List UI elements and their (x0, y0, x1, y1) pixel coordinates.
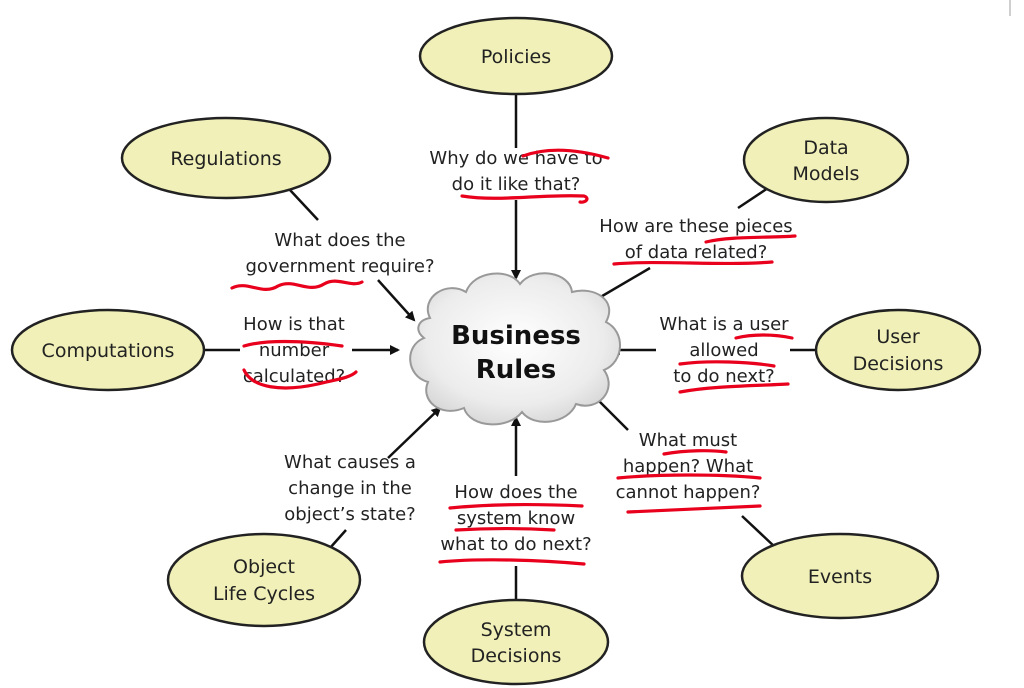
node-label-line1: User (876, 326, 919, 348)
question-computations: How is that number calculated? (243, 314, 345, 387)
question-line2: do it like that? (452, 174, 581, 195)
connector-object-lifecycles-bottom (329, 529, 347, 549)
underline-must (662, 449, 728, 456)
node-computations: Computations (10, 308, 206, 392)
node-label-line1: Data (803, 137, 848, 159)
underline-to-do-next (678, 382, 790, 394)
connector-object-lifecycles-arrow (387, 406, 442, 459)
question-line1: What does the (274, 230, 405, 251)
question-line1: What must (639, 430, 737, 451)
connector-events-bottom (741, 515, 777, 549)
question-line3: object’s state? (284, 504, 415, 525)
question-line3: to do next? (673, 366, 774, 387)
underline-have-to (521, 148, 610, 160)
connector-data-models-top (737, 186, 769, 210)
node-policies: Policies (418, 16, 614, 96)
node-label-line2: Life Cycles (213, 583, 315, 605)
question-line3: what to do next? (440, 534, 591, 555)
question-line2: change in the (288, 478, 412, 499)
node-label-line2: Decisions (853, 353, 944, 375)
node-label-line2: Decisions (471, 645, 562, 667)
question-data-models: How are these pieces of data related? (599, 216, 792, 263)
node-events: Events (740, 532, 940, 620)
underline-what-to-do-next (438, 558, 586, 566)
question-line1: What is a user (659, 314, 789, 335)
node-label-line1: Object (233, 556, 295, 578)
question-line2: government require? (246, 256, 435, 277)
question-line3: cannot happen? (616, 482, 761, 503)
question-line2: number (259, 340, 330, 361)
underline-allowed (678, 360, 776, 368)
underline-system-know (454, 526, 556, 532)
question-system-decisions: How does the system know what to do next… (440, 482, 591, 555)
underline-a-user (734, 333, 794, 340)
question-events: What must happen? What cannot happen? (616, 430, 761, 503)
question-line1: How does the (454, 482, 577, 503)
question-line1: How is that (243, 314, 345, 335)
node-user-decisions: User Decisions (814, 308, 982, 392)
question-line1: How are these pieces (599, 216, 792, 237)
question-line2: happen? What (623, 456, 753, 477)
underline-data-related (612, 260, 774, 266)
node-label: Computations (42, 340, 175, 362)
node-data-models: Data Models (742, 116, 910, 204)
underline-number (242, 339, 344, 348)
connectors (200, 92, 818, 610)
edge-divider (1009, 0, 1011, 16)
question-line2: allowed (689, 340, 758, 361)
center-title-line2: Rules (476, 355, 557, 385)
node-regulations: Regulations (120, 116, 332, 200)
node-system-decisions: System Decisions (422, 598, 610, 686)
underline-government (230, 279, 364, 292)
question-line3: calculated? (243, 366, 345, 387)
underline-do-it-like-that (460, 194, 589, 204)
red-annotations (230, 148, 797, 566)
question-line2: system know (457, 508, 575, 529)
question-user-decisions: What is a user allowed to do next? (659, 314, 789, 387)
underline-pieces (704, 234, 797, 244)
node-label: Regulations (170, 148, 281, 170)
connector-regulations-top (289, 189, 319, 221)
question-policies: Why do we have to do it like that? (429, 148, 602, 195)
underline-cannot-happen (626, 504, 762, 514)
underline-happen (616, 473, 762, 480)
center-title-line1: Business (451, 321, 581, 351)
underline-how-does-the (448, 503, 584, 510)
node-label: Events (808, 566, 872, 588)
question-line1: Why do we have to (429, 148, 602, 169)
underline-calculated (242, 368, 358, 390)
question-line2: of data related? (625, 242, 768, 263)
question-line1: What causes a (284, 452, 416, 473)
question-regulations: What does the government require? (246, 230, 435, 277)
business-rules-cloud: Business Rules (409, 272, 621, 426)
question-object-life-cycles: What causes a change in the object’s sta… (284, 452, 416, 525)
connector-regulations-arrow (377, 279, 416, 322)
node-label-line2: Models (793, 163, 860, 185)
node-object-life-cycles: Object Life Cycles (166, 532, 362, 628)
node-label: Policies (481, 46, 551, 68)
node-label-line1: System (481, 619, 552, 641)
